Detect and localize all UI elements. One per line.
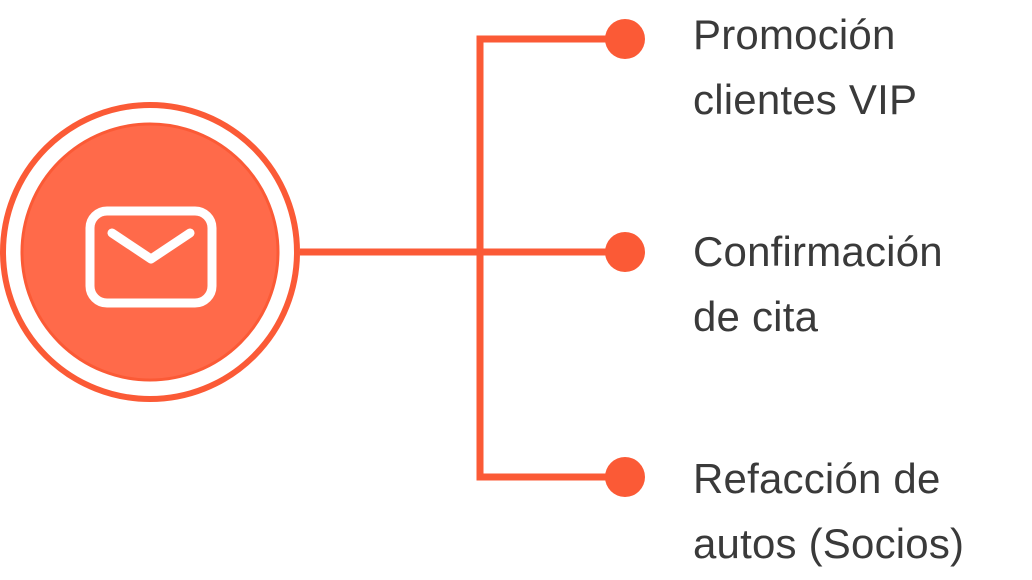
branch-label-3-line-2: autos (Socios) [693, 520, 965, 567]
branch-label-1: Promoción clientes VIP [693, 2, 1023, 132]
branch-dot-3 [605, 457, 645, 497]
branch-dot-1 [605, 19, 645, 59]
branch-label-2-line-1: Confirmación [693, 228, 943, 275]
branch-label-2-line-2: de cita [693, 293, 819, 340]
mail-icon [85, 206, 217, 308]
branch-label-1-line-1: Promoción [693, 11, 896, 58]
hub-inner-circle [20, 122, 280, 382]
branch-label-2: Confirmación de cita [693, 219, 1023, 349]
branch-label-3: Refacción de autos (Socios) [693, 446, 1023, 576]
branch-label-1-line-2: clientes VIP [693, 76, 918, 123]
branch-dot-2 [605, 232, 645, 272]
branch-label-3-line-1: Refacción de [693, 455, 941, 502]
